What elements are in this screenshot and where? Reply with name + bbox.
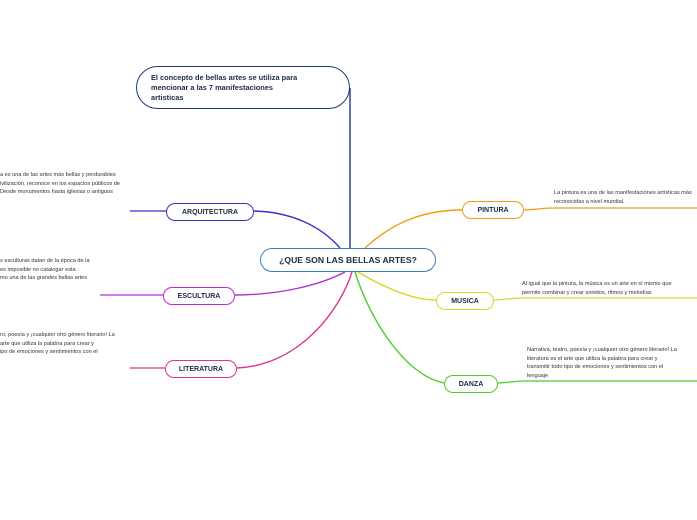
- branch-arquitectura[interactable]: ARQUITECTURA: [166, 203, 254, 221]
- note-line: es imposible no catalogar esta: [0, 266, 76, 273]
- note-escultura: s esculturas datan de la época de la es …: [0, 257, 115, 283]
- branch-label: LITERATURA: [178, 365, 224, 373]
- branch-label: ARQUITECTURA: [182, 208, 238, 216]
- branch-danza[interactable]: DANZA: [444, 375, 498, 393]
- note-arquitectura: a es una de las artes más bellas y perdu…: [0, 171, 140, 197]
- note-line: Al igual que la pintura, la música es un…: [522, 281, 672, 287]
- note-musica: Al igual que la pintura, la música es un…: [522, 280, 697, 297]
- note-line: lenguaje: [527, 372, 549, 379]
- note-line: literatura es el arte que utiliza la pal…: [527, 355, 658, 362]
- underline-musica: [493, 297, 697, 301]
- note-line: a es una de las artes más bellas y perdu…: [0, 172, 116, 178]
- underline-danza: [497, 380, 697, 384]
- branch-pintura[interactable]: PINTURA: [462, 201, 524, 219]
- note-line: transmitir todo tipo de emociones y sent…: [527, 364, 664, 371]
- branch-label: MUSICA: [451, 297, 479, 305]
- note-line: s esculturas datan de la época de la: [0, 258, 90, 264]
- branch-escultura[interactable]: ESCULTURA: [163, 287, 235, 305]
- connector-danza: [354, 271, 445, 384]
- branch-literatura[interactable]: LITERATURA: [165, 360, 237, 378]
- note-line: ivilización. reconoce en los espacios pú…: [0, 180, 121, 187]
- connector-musica: [357, 271, 437, 301]
- connector-arquitectura: [253, 210, 341, 249]
- note-danza: Narrativa, teatro, poesía y ¡cualquier o…: [527, 346, 697, 380]
- connector-literatura: [236, 271, 353, 369]
- branch-label: ESCULTURA: [177, 292, 221, 300]
- underline-pintura: [523, 207, 697, 211]
- branch-label: DANZA: [458, 380, 484, 388]
- connector-pintura: [364, 209, 463, 249]
- note-line: La pintura es una de las manifestaciones…: [554, 190, 692, 196]
- note-literatura: ro, poesía y ¡cualquier otro género lite…: [0, 331, 140, 357]
- concept-node[interactable]: El concepto de bellas artes se utiliza p…: [136, 66, 350, 109]
- branch-label: PINTURA: [477, 206, 509, 214]
- central-label: ¿QUE SON LAS BELLAS ARTES?: [279, 255, 417, 265]
- note-line: permite combinar y crear sonidos, ritmos…: [522, 289, 652, 296]
- note-line: Narrativa, teatro, poesía y ¡cualquier o…: [527, 347, 677, 353]
- note-line: mo una de las grandes bellas artes: [0, 275, 88, 282]
- note-line: reconocidas a nivel mundial.: [554, 198, 625, 205]
- note-line: ro, poesía y ¡cualquier otro género lite…: [0, 332, 115, 338]
- note-line: ipo de emociones y sentimientos con el: [0, 349, 98, 356]
- concept-line: mencionar a las 7 manifestaciones: [151, 82, 273, 92]
- concept-line: artisticas: [151, 92, 184, 102]
- concept-line: El concepto de bellas artes se utiliza p…: [151, 72, 298, 82]
- note-pintura: La pintura es una de las manifestaciones…: [554, 189, 697, 206]
- note-line: arte que utiliza la palabra para crear y: [0, 340, 94, 347]
- note-line: Desde monumentos hasta iglesias o antigu…: [0, 189, 113, 196]
- central-node[interactable]: ¿QUE SON LAS BELLAS ARTES?: [260, 248, 436, 272]
- connector-escultura: [234, 271, 346, 296]
- branch-musica[interactable]: MUSICA: [436, 292, 494, 310]
